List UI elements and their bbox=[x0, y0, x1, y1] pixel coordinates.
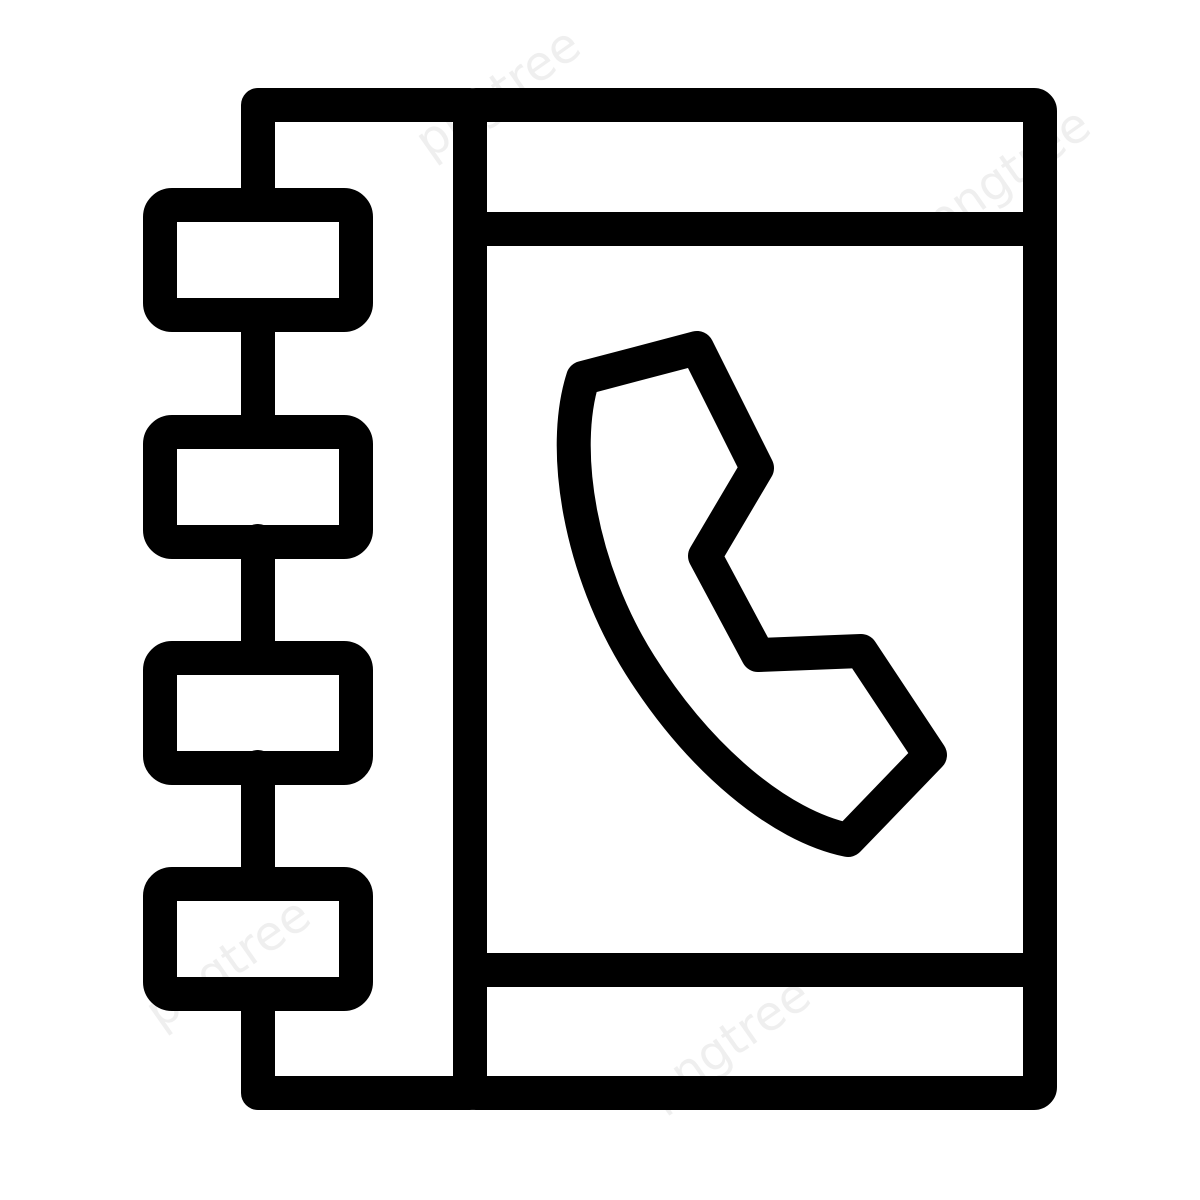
book-cover bbox=[453, 88, 1057, 1110]
spiral-ring-4 bbox=[143, 867, 373, 1011]
spiral-ring-2 bbox=[143, 415, 373, 559]
spiral-ring-1 bbox=[143, 188, 373, 332]
spiral-rings bbox=[143, 188, 373, 1011]
phone-handset-icon bbox=[556, 331, 947, 857]
spiral-ring-3 bbox=[143, 641, 373, 785]
